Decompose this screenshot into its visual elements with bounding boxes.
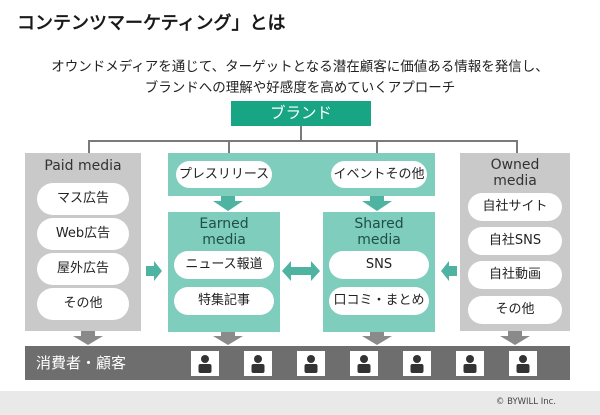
earned-shared-double-arrow (282, 261, 320, 281)
owned-heading-line-2: media (493, 173, 537, 189)
connector-press (228, 140, 230, 153)
paid-item-outdoor-ad: 屋外広告 (37, 253, 129, 285)
owned-media-heading: Owned media (460, 157, 570, 189)
person-icon (244, 351, 272, 376)
owned-item-sns: 自社SNS (468, 227, 562, 255)
earned-heading-line-1: Earned (199, 216, 249, 232)
copyright-text: © BYWILL Inc. (495, 397, 556, 407)
earned-item-news: ニュース報道 (174, 251, 274, 279)
owned-item-site: 自社サイト (468, 193, 562, 221)
press-release-pill: プレスリリース (176, 161, 272, 188)
shared-heading-line-1: Shared (354, 216, 404, 232)
owned-heading-line-1: Owned (490, 157, 540, 173)
consumer-label: 消費者・顧客 (36, 354, 127, 372)
subtitle-line-1: オウンドメディアを通じて、ターゲットとなる潜在顧客に価値ある情報を発信し、 (51, 59, 549, 75)
person-icon (403, 351, 431, 376)
connector-paid (88, 140, 90, 153)
earned-media-heading: Earned media (168, 216, 280, 248)
band-to-shared-arrow (362, 196, 392, 211)
paid-to-earned-arrow (146, 261, 162, 281)
brand-horizontal-line (88, 140, 518, 142)
earned-item-feature: 特集記事 (174, 287, 274, 315)
brand-box: ブランド (231, 101, 371, 126)
paid-item-other: その他 (37, 288, 129, 320)
page-title: コンテンツマーケティング」とは (17, 13, 286, 34)
band-to-earned-arrow (213, 196, 243, 211)
connector-event (376, 140, 378, 153)
connector-owned (516, 140, 518, 153)
person-icon (456, 351, 484, 376)
person-icon (297, 351, 325, 376)
earned-to-consumer-arrow (213, 332, 243, 345)
subtitle-line-2: ブランドへの理解や好感度を高めていくアプローチ (144, 80, 456, 96)
footer-bar (0, 391, 600, 415)
earned-heading-line-2: media (202, 232, 246, 248)
owned-item-video: 自社動画 (468, 261, 562, 289)
shared-heading-line-2: media (357, 232, 401, 248)
owned-to-consumer-arrow (500, 331, 530, 345)
shared-item-sns: SNS (329, 251, 429, 279)
shared-item-word-of-mouth: 口コミ・まとめ (329, 287, 429, 315)
brand-stem-line (300, 126, 302, 141)
owned-item-other: その他 (468, 296, 562, 324)
owned-to-shared-arrow (441, 261, 457, 281)
paid-to-consumer-arrow (73, 331, 103, 345)
event-other-pill: イベントその他 (331, 161, 427, 188)
shared-media-heading: Shared media (323, 216, 435, 248)
paid-item-mass-ad: マス広告 (37, 183, 129, 215)
shared-to-consumer-arrow (362, 332, 392, 345)
paid-media-heading: Paid media (44, 158, 122, 174)
person-icon (191, 351, 219, 376)
paid-item-web-ad: Web広告 (37, 218, 129, 250)
person-icon (509, 351, 537, 376)
person-icon (350, 351, 378, 376)
